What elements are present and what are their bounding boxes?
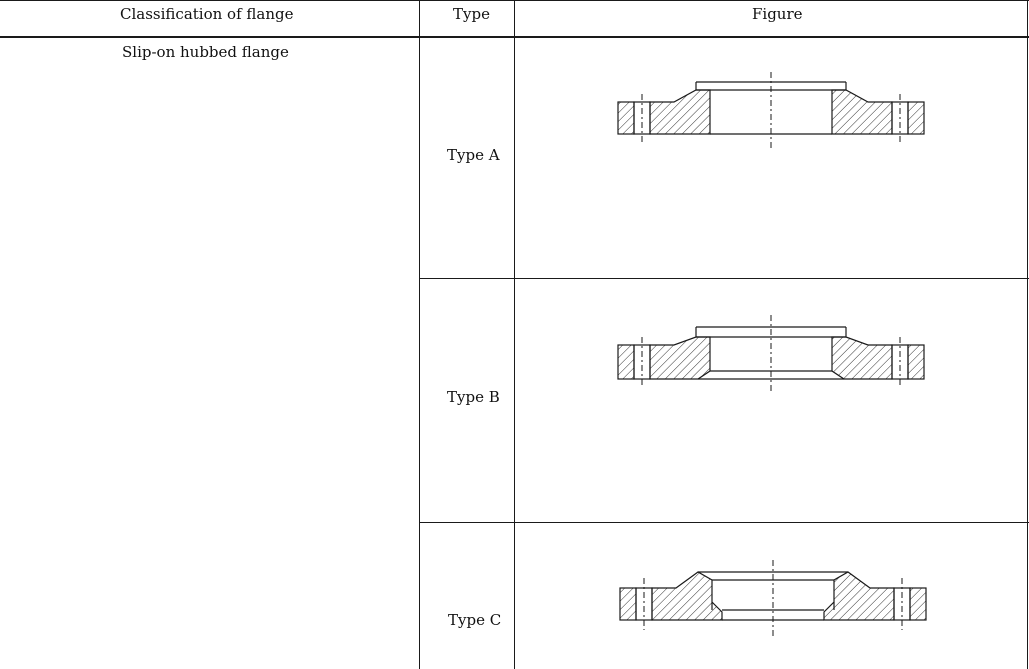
type-a-label: Type A <box>447 146 500 164</box>
column-divider-right <box>514 0 515 669</box>
flange-type-c-figure <box>612 558 932 638</box>
header-classification: Classification of flange <box>120 5 294 23</box>
header-type: Type <box>453 5 490 23</box>
type-c-label: Type C <box>448 611 502 629</box>
slip-on-hubbed-flange-type-c-section-icon <box>619 560 927 636</box>
column-divider-left <box>419 0 420 669</box>
row-divider-b-c <box>420 522 1029 523</box>
type-b-label: Type B <box>447 388 500 406</box>
flange-type-b-figure <box>610 315 930 395</box>
row-divider-a-b <box>420 278 1029 279</box>
table-right-border <box>1027 0 1028 669</box>
slip-on-hubbed-flange-type-b-section-icon <box>617 315 925 393</box>
slip-on-hubbed-flange-type-a-section-icon <box>617 72 925 148</box>
flange-type-a-figure <box>610 70 930 150</box>
classification-value: Slip-on hubbed flange <box>122 43 289 61</box>
header-figure: Figure <box>752 5 803 23</box>
